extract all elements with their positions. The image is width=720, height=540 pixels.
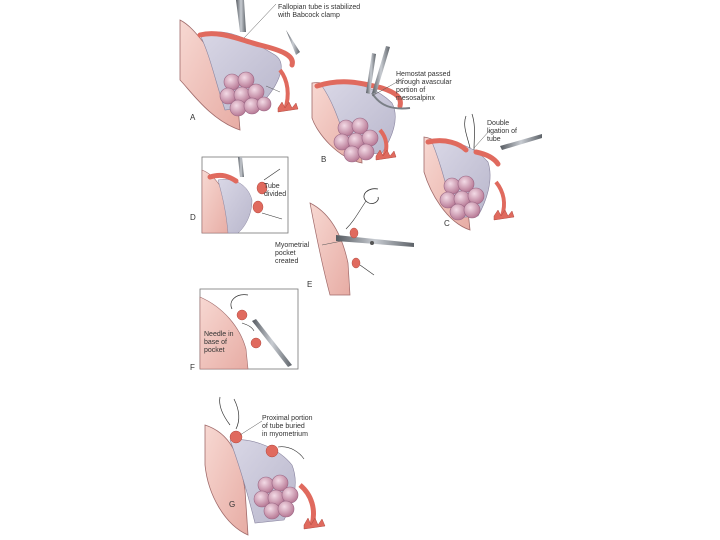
panel-g-caption: Proximal portion of tube buried in myome… bbox=[262, 415, 362, 439]
caption-line: through avascular bbox=[396, 79, 452, 86]
panel-d: Tube divided D bbox=[190, 155, 290, 235]
panel-letter: D bbox=[190, 213, 196, 222]
caption-line: ligation of bbox=[487, 128, 517, 135]
panel-f-illustration bbox=[199, 288, 299, 370]
caption-line: divided bbox=[264, 191, 287, 198]
panel-letter: F bbox=[190, 363, 195, 372]
caption-line: Proximal portion bbox=[262, 415, 313, 422]
caption-line: portion of bbox=[396, 87, 426, 94]
caption-line: of tube buried bbox=[262, 423, 305, 430]
panel-b: Hemostat passed through avascular portio… bbox=[311, 38, 462, 168]
panel-e-caption: Myometrial pocket created bbox=[275, 242, 335, 266]
panel-letter: G bbox=[229, 500, 236, 509]
caption-line: tube bbox=[487, 136, 501, 143]
panel-c-caption: Double ligation of tube bbox=[487, 120, 547, 144]
panel-b-illustration bbox=[311, 46, 411, 164]
panel-letter: B bbox=[321, 155, 327, 164]
caption-line: base of bbox=[204, 339, 227, 346]
panel-a-illustration bbox=[179, 0, 300, 131]
panel-d-illustration bbox=[201, 156, 289, 234]
caption-line: Tube bbox=[264, 183, 280, 190]
panel-a-caption: Fallopian tube is stabilized with Babcoc… bbox=[278, 4, 368, 20]
caption-line: Double bbox=[487, 120, 510, 127]
caption-line: Fallopian tube is stabilized bbox=[278, 4, 361, 11]
panel-e: Myometrial pocket created E bbox=[270, 185, 420, 296]
panel-g: Proximal portion of tube buried in myome… bbox=[200, 395, 360, 540]
panel-letter: C bbox=[444, 219, 450, 228]
caption-line: Needle in bbox=[204, 331, 234, 338]
caption-line: in myometrium bbox=[262, 431, 308, 438]
caption-line: with Babcock clamp bbox=[278, 12, 340, 19]
panel-c-illustration bbox=[423, 113, 542, 231]
panel-c: Double ligation of tube C bbox=[423, 112, 547, 237]
panel-d-caption: Tube divided bbox=[264, 183, 294, 199]
caption-line: Myometrial bbox=[275, 242, 310, 249]
panel-letter: E bbox=[307, 280, 313, 289]
panel-g-illustration bbox=[204, 396, 326, 536]
panel-e-illustration bbox=[309, 188, 414, 296]
panel-f: Needle in base of pocket F bbox=[188, 287, 303, 372]
panel-a: Fallopian tube is stabilized with Babcoc… bbox=[179, 0, 360, 140]
caption-line: pocket bbox=[275, 250, 296, 257]
caption-line: Hemostat passed bbox=[396, 71, 451, 78]
caption-line: pocket bbox=[204, 347, 225, 354]
panel-f-caption: Needle in base of pocket bbox=[204, 331, 244, 355]
panel-b-caption: Hemostat passed through avascular portio… bbox=[396, 71, 468, 103]
panel-letter: A bbox=[190, 113, 196, 122]
caption-line: mesosalpinx bbox=[396, 95, 435, 102]
caption-line: created bbox=[275, 258, 299, 265]
